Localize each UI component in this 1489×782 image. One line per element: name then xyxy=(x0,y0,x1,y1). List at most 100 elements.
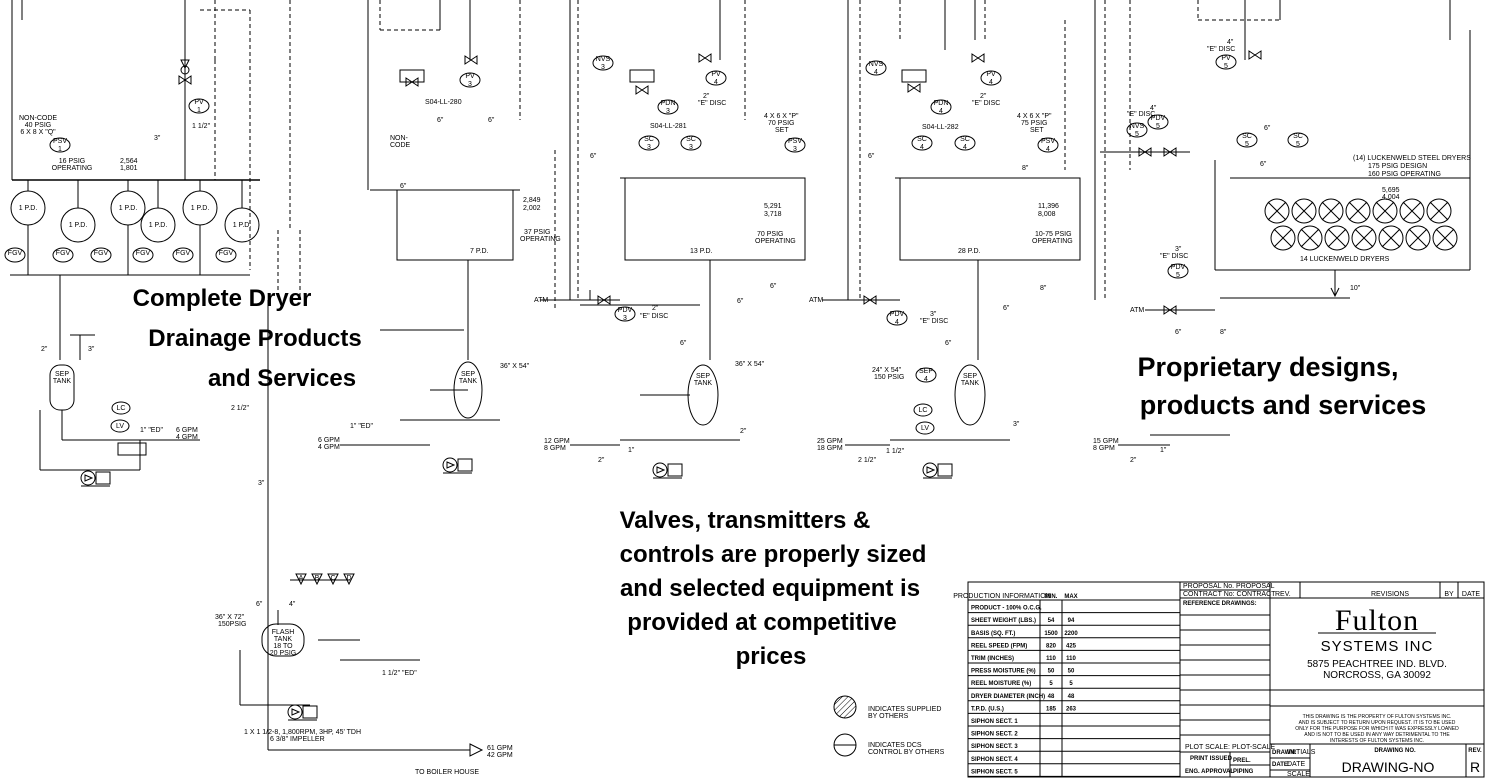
svg-text:SEP: SEP xyxy=(696,373,710,380)
svg-text:3: 3 xyxy=(601,64,605,71)
svg-text:5,695: 5,695 xyxy=(1382,187,1400,194)
svg-text:TANK: TANK xyxy=(274,636,292,643)
svg-text:25 GPM: 25 GPM xyxy=(817,438,843,445)
svg-text:PSV: PSV xyxy=(53,138,67,145)
svg-text:6": 6" xyxy=(1264,125,1271,132)
dryer-7pd: 7 P.D. xyxy=(470,248,489,255)
svg-text:3: 3 xyxy=(666,108,670,115)
svg-text:INTERESTS OF FULTON SYSTEMS IN: INTERESTS OF FULTON SYSTEMS INC. xyxy=(1330,738,1424,744)
to-boiler-house: TO BOILER HOUSE xyxy=(415,769,479,776)
production-row-label: SIPHON SECT. 1 xyxy=(971,719,1018,725)
svg-text:4 GPM: 4 GPM xyxy=(176,434,198,441)
production-row-label: TRIM (INCHES) xyxy=(971,656,1014,662)
headline-right-line-2: products and services xyxy=(1140,390,1427,420)
production-row-label: PRESS MOISTURE (%) xyxy=(971,669,1036,675)
svg-text:1: 1 xyxy=(197,107,201,114)
svg-text:24" X 54": 24" X 54" xyxy=(872,367,902,374)
svg-text:160 PSIG OPERATING: 160 PSIG OPERATING xyxy=(1368,171,1441,178)
svg-text:"E" DISC: "E" DISC xyxy=(1207,46,1235,53)
svg-text:36" X 72": 36" X 72" xyxy=(215,614,245,621)
company-address-2: NORCROSS, GA 30092 xyxy=(1323,670,1431,681)
production-row-value: 5 xyxy=(1069,681,1073,687)
svg-text:16 PSIG: 16 PSIG xyxy=(59,158,85,165)
svg-text:8": 8" xyxy=(1220,329,1227,336)
svg-text:ATM: ATM xyxy=(534,297,548,304)
headline-center-line-2: controls are properly sized xyxy=(620,541,927,568)
svg-text:CONTROL BY OTHERS: CONTROL BY OTHERS xyxy=(868,749,945,756)
svg-text:OPERATING: OPERATING xyxy=(755,238,796,245)
svg-text:1: 1 xyxy=(58,146,62,153)
print-issued: PRINT ISSUED xyxy=(1190,756,1233,762)
svg-text:4,004: 4,004 xyxy=(1382,194,1400,201)
production-row-value: 50 xyxy=(1068,669,1075,675)
production-row-value: 48 xyxy=(1068,694,1075,700)
date-label: DATE: xyxy=(1272,762,1290,768)
headline-left-line-1: Complete Dryer xyxy=(133,285,312,312)
production-row-value: 185 xyxy=(1046,706,1057,712)
production-title: PRODUCTION INFORMATION xyxy=(953,593,1050,600)
svg-text:70 PSIG: 70 PSIG xyxy=(757,231,783,238)
company-address-1: 5875 PEACHTREE IND. BLVD. xyxy=(1307,659,1447,670)
scale-value: SCALE xyxy=(1287,771,1310,778)
svg-text:6": 6" xyxy=(680,340,687,347)
col-min: MIN. xyxy=(1045,594,1058,600)
svg-text:75 PSIG: 75 PSIG xyxy=(1021,120,1047,127)
svg-text:1" "ED": 1" "ED" xyxy=(350,423,374,430)
contract-no: CONTRACT No: CONTRACT xyxy=(1183,591,1276,598)
svg-text:6": 6" xyxy=(400,183,407,190)
svg-text:3": 3" xyxy=(88,346,95,353)
by-header: BY xyxy=(1444,591,1454,598)
dryer-row-1: 1 P.D. 1 P.D. 1 P.D. 1 P.D. 1 P.D. 1 P.D… xyxy=(4,180,260,360)
svg-text:SC: SC xyxy=(917,136,927,143)
svg-text:37 PSIG: 37 PSIG xyxy=(524,229,550,236)
flash-tank-section: 3" 6" 4" FLASH TANK 18 TO 20 PSIG 36" X … xyxy=(215,300,513,776)
svg-text:CODE: CODE xyxy=(390,142,411,149)
svg-text:20 PSIG: 20 PSIG xyxy=(270,650,296,657)
svg-text:NVS: NVS xyxy=(1130,123,1145,130)
svg-text:"E" DISC: "E" DISC xyxy=(1160,253,1188,260)
svg-text:PV: PV xyxy=(711,71,721,78)
production-row-value: 425 xyxy=(1066,643,1077,649)
svg-text:PV: PV xyxy=(465,73,475,80)
svg-text:"E" DISC: "E" DISC xyxy=(698,100,726,107)
svg-text:4 X 6 X "P": 4 X 6 X "P" xyxy=(1017,113,1052,120)
svg-text:INDICATES DCS: INDICATES DCS xyxy=(868,742,922,749)
svg-text:LC: LC xyxy=(117,405,126,412)
production-row-label: REEL MOISTURE (%) xyxy=(971,681,1031,687)
svg-text:8,008: 8,008 xyxy=(1038,211,1056,218)
svg-text:ONLY FOR THE PURPOSE FOR WHICH: ONLY FOR THE PURPOSE FOR WHICH IT WAS EX… xyxy=(1295,726,1459,732)
production-row-value: 110 xyxy=(1046,656,1056,662)
svg-text:TANK: TANK xyxy=(53,378,71,385)
vent-triangles: A B C D xyxy=(295,573,355,586)
svg-text:SC: SC xyxy=(1293,133,1303,140)
svg-text:6 GPM: 6 GPM xyxy=(318,437,340,444)
svg-text:2 1/2": 2 1/2" xyxy=(231,405,250,412)
svg-text:PV: PV xyxy=(194,99,204,106)
svg-text:5: 5 xyxy=(1224,63,1228,70)
line-size-3: 3" xyxy=(154,135,161,142)
headline-right-line-1: Proprietary designs, xyxy=(1137,352,1398,382)
svg-text:4 GPM: 4 GPM xyxy=(318,444,340,451)
production-row-label: SIPHON SECT. 3 xyxy=(971,744,1018,750)
svg-text:4: 4 xyxy=(920,144,924,151)
svg-text:LC: LC xyxy=(919,407,928,414)
production-row-value: 820 xyxy=(1046,643,1057,649)
svg-text:ATM: ATM xyxy=(809,297,823,304)
revisions-header: REVISIONS xyxy=(1371,591,1409,598)
svg-text:SEP: SEP xyxy=(55,371,69,378)
svg-text:6": 6" xyxy=(488,117,495,124)
svg-text:6": 6" xyxy=(868,153,875,160)
svg-text:LV: LV xyxy=(116,423,124,430)
svg-text:BY OTHERS: BY OTHERS xyxy=(868,713,909,720)
svg-text:(14) LUCKENWELD STEEL DRYERS: (14) LUCKENWELD STEEL DRYERS xyxy=(1353,155,1471,162)
svg-text:12 GPM: 12 GPM xyxy=(544,438,570,445)
svg-text:FGV: FGV xyxy=(176,250,191,257)
svg-text:THIS DRAWING IS THE PROPERTY O: THIS DRAWING IS THE PROPERTY OF FULTON S… xyxy=(1303,714,1452,720)
svg-text:6": 6" xyxy=(737,298,744,305)
svg-text:4: 4 xyxy=(714,79,718,86)
production-row-label: SIPHON SECT. 5 xyxy=(971,769,1018,775)
production-row-value: 5 xyxy=(1049,681,1053,687)
svg-text:36" X 54": 36" X 54" xyxy=(735,361,765,368)
